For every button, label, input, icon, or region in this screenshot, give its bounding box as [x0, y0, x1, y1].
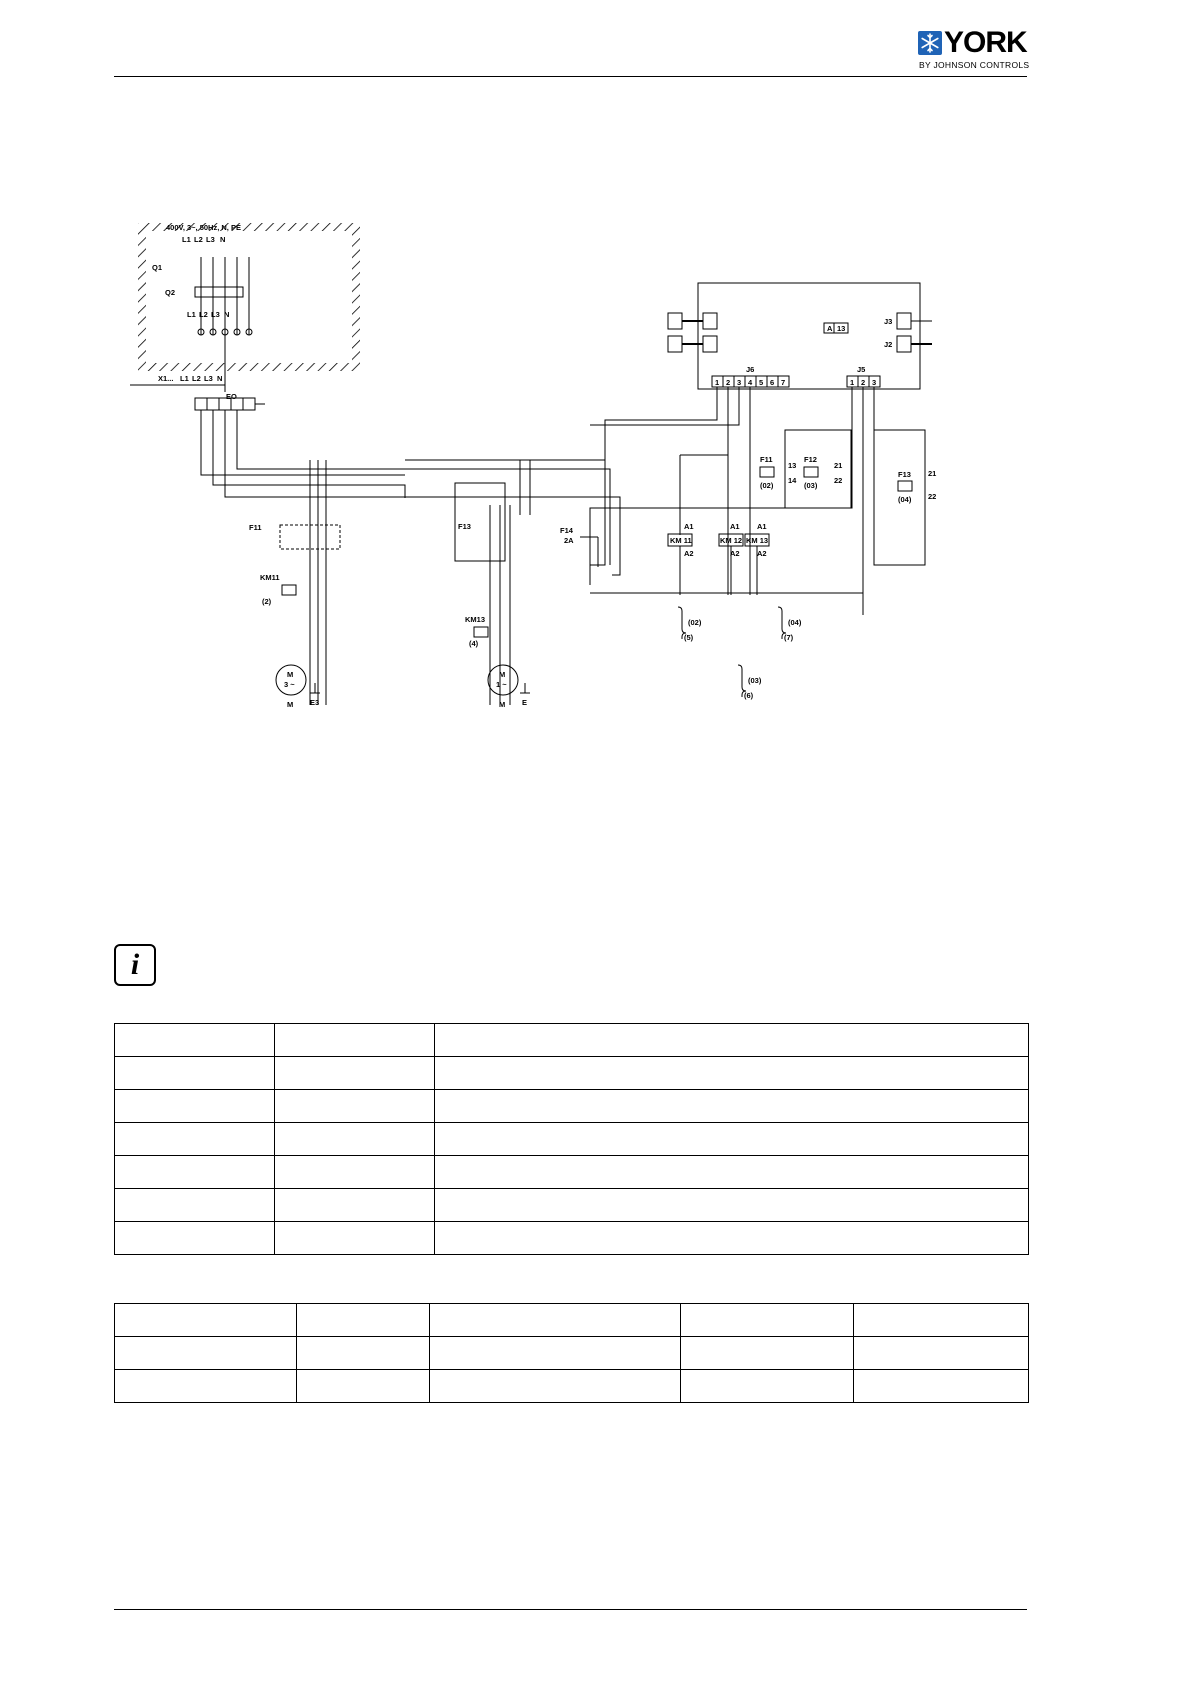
out-l1: L1	[187, 310, 196, 319]
table-row	[114, 1023, 1029, 1057]
supply-l1: L1	[182, 235, 191, 244]
coil-km11-a1: A1	[684, 522, 694, 531]
x1-l2: L2	[192, 374, 201, 383]
ref-f12: (03)	[804, 481, 818, 490]
out-l2: L2	[199, 310, 208, 319]
j6-pin-6: 6	[770, 378, 774, 387]
motor1-phase: 3 ~	[284, 680, 295, 689]
legend1-ref: (02)	[688, 618, 702, 627]
f13-ctrl-label: F13	[898, 470, 911, 479]
logo-wordmark: YORK	[944, 26, 1028, 59]
table-1	[114, 1023, 1029, 1255]
out-l3: L3	[211, 310, 220, 319]
f13-label: F13	[458, 522, 471, 531]
coil-km12: KM 12	[720, 536, 742, 545]
contact-22: 22	[834, 476, 842, 485]
breaker-label: Q2	[165, 288, 175, 297]
york-logo: YORK BY JOHNSON CONTROLS	[918, 27, 1030, 71]
coil-km13: KM 13	[746, 536, 768, 545]
header-rule	[114, 76, 1027, 77]
ref-2: (2)	[262, 597, 272, 606]
contact-21: 21	[834, 461, 842, 470]
legend3-ref: (03)	[748, 676, 762, 685]
motor1-label: M	[287, 670, 293, 679]
ref-f13: (04)	[898, 495, 912, 504]
terminal-strip-label: X1...	[158, 374, 173, 383]
j6-pin-7: 7	[781, 378, 785, 387]
j6-pin-4: 4	[748, 378, 753, 387]
supply-l2: L2	[194, 235, 203, 244]
table-2	[114, 1303, 1029, 1403]
connector-j5: J5	[857, 365, 865, 374]
logo-subtext: BY JOHNSON CONTROLS	[919, 60, 1030, 70]
supply-n: N	[220, 235, 225, 244]
main-switch-label: Q1	[152, 263, 162, 272]
wiring-diagram: 400V, 3~, 50Hz, N, PE L1 L2 L3 N Q1 Q2 L…	[130, 223, 936, 709]
connector-j6: J6	[746, 365, 754, 374]
f12-label: F12	[804, 455, 817, 464]
j6-pin-1: 1	[715, 378, 719, 387]
km11-label: KM11	[260, 573, 280, 582]
f11-label: F11	[249, 523, 262, 532]
legend2-sub: (7)	[784, 633, 794, 642]
x1-n: N	[217, 374, 222, 383]
motor2-label: M	[499, 670, 505, 679]
controller-label: A	[827, 324, 833, 333]
coil-km12-a1: A1	[730, 522, 740, 531]
table-row	[114, 1056, 1029, 1090]
table-row	[114, 1089, 1029, 1123]
supply-label: 400V, 3~, 50Hz, N, PE	[166, 223, 241, 232]
table-row	[114, 1188, 1029, 1222]
controller-number: 13	[837, 324, 845, 333]
km13-label: KM13	[465, 615, 485, 624]
coil-km11: KM 11	[670, 536, 692, 545]
earth-e3: E3	[310, 698, 319, 707]
j6-pin-2: 2	[726, 378, 730, 387]
legend2-ref: (04)	[788, 618, 802, 627]
connector-j3: J3	[884, 317, 892, 326]
ref-4: (4)	[469, 639, 479, 648]
table-row	[114, 1155, 1029, 1189]
coil-km13-a1: A1	[757, 522, 767, 531]
info-icon: i	[114, 944, 156, 986]
table-row	[114, 1303, 1029, 1337]
f14-rating: 2A	[564, 536, 574, 545]
x1-l1: L1	[180, 374, 189, 383]
legend3-sub: (6)	[744, 691, 754, 700]
connector-j2: J2	[884, 340, 892, 349]
contact-14: 14	[788, 476, 797, 485]
table-row	[114, 1122, 1029, 1156]
supply-l3: L3	[206, 235, 215, 244]
table-row	[114, 1336, 1029, 1370]
earth-e: E	[522, 698, 527, 707]
coil-km12-a2: A2	[730, 549, 740, 558]
earth-eo: EO	[226, 392, 237, 401]
motor1-caption: M	[287, 700, 293, 709]
coil-km11-a2: A2	[684, 549, 694, 558]
motor2-phase: 1 ~	[496, 680, 507, 689]
j6-pin-3: 3	[737, 378, 741, 387]
j5-pin-3: 3	[872, 378, 876, 387]
contact-22-f13: 22	[928, 492, 936, 501]
table-row	[114, 1369, 1029, 1403]
j6-pin-5: 5	[759, 378, 763, 387]
footer-rule	[114, 1609, 1027, 1610]
j5-pin-2: 2	[861, 378, 865, 387]
f14-label: F14	[560, 526, 574, 535]
supply-enclosure	[138, 223, 360, 371]
ref-f11: (02)	[760, 481, 774, 490]
legend1-sub: (5)	[684, 633, 694, 642]
contact-21-f13: 21	[928, 469, 936, 478]
x1-l3: L3	[204, 374, 213, 383]
j5-pin-1: 1	[850, 378, 854, 387]
coil-km13-a2: A2	[757, 549, 767, 558]
motor2-caption: M	[499, 700, 505, 709]
out-n: N	[224, 310, 229, 319]
contact-13: 13	[788, 461, 796, 470]
table-row	[114, 1221, 1029, 1255]
snowflake-icon	[918, 31, 942, 55]
f11-ctrl-label: F11	[760, 455, 773, 464]
